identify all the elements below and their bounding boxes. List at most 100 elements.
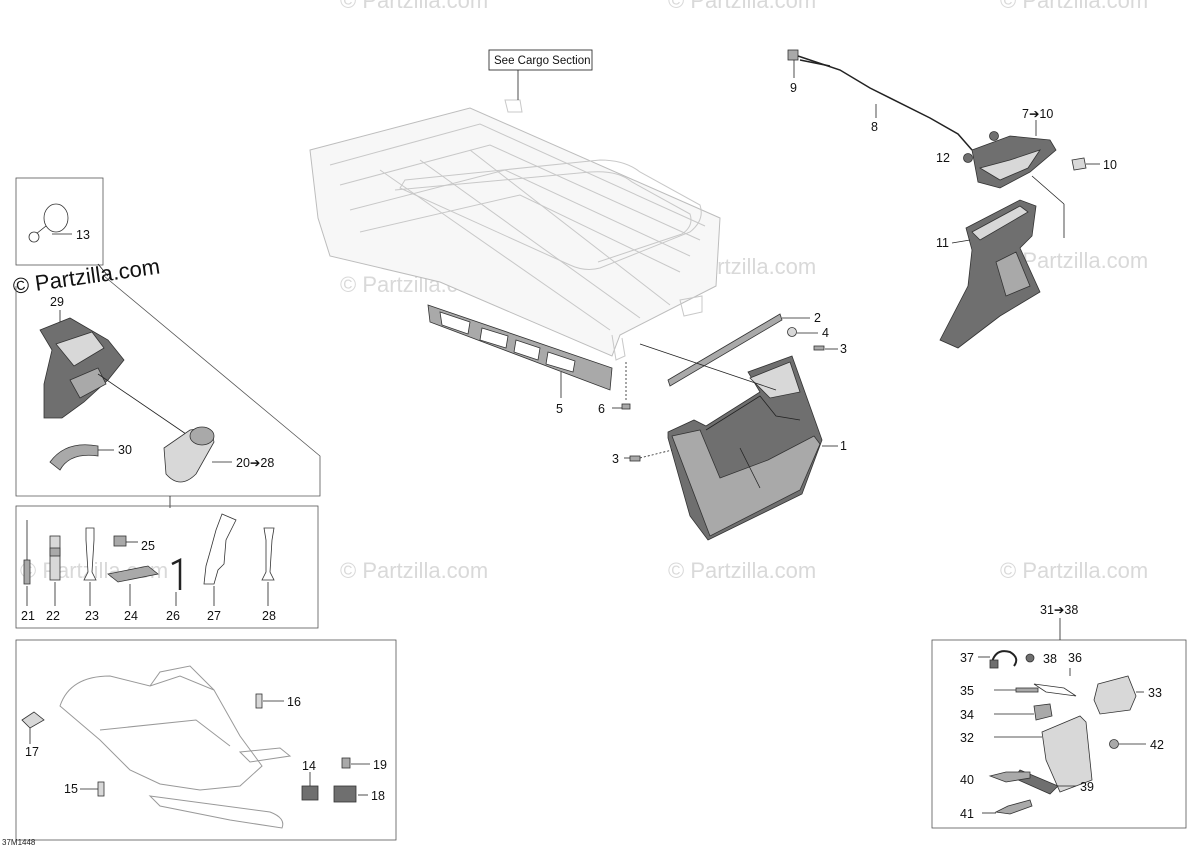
- part-24-fuse-strip: [107, 565, 159, 583]
- watermarks: © Partzilla.com © Partzilla.com © Partzi…: [20, 0, 1148, 583]
- watermark: © Partzilla.com: [668, 558, 816, 583]
- cargo-rack: [309, 99, 721, 361]
- part-25-clip: [113, 535, 127, 547]
- callout-10: 10: [1103, 158, 1117, 172]
- callout-39: 39: [1080, 780, 1094, 794]
- part-26-allen-key: [171, 557, 182, 590]
- part-35-screw: [1015, 687, 1039, 693]
- callout-25: 25: [141, 539, 155, 553]
- part-7-taillight: [971, 131, 1057, 189]
- callout-7: 7➔10: [1022, 107, 1053, 121]
- part-15-decal: [97, 781, 105, 797]
- part-5-reflector-bar: [427, 304, 613, 391]
- callout-3: 3: [840, 342, 847, 356]
- watermark: © Partzilla.com: [668, 0, 816, 13]
- callout-36: 36: [1068, 651, 1082, 665]
- callout-34: 34: [960, 708, 974, 722]
- tools-box: [15, 505, 319, 629]
- mirror-box: [15, 177, 104, 266]
- part-18-holder: [333, 785, 357, 803]
- callout-35: 35: [960, 684, 974, 698]
- part-4-washer: [787, 327, 797, 337]
- callout-12: 12: [936, 151, 950, 165]
- part-13-mirror: [28, 203, 69, 243]
- callout-24: 24: [124, 609, 138, 623]
- copyright-text: © Partzilla.com: [11, 254, 161, 299]
- callout-37: 37: [960, 651, 974, 665]
- callout-30: 30: [118, 443, 132, 457]
- callout-14: 14: [302, 759, 316, 773]
- part-21-screwdriver: [23, 520, 31, 585]
- part-32-plate-holder: [1041, 715, 1093, 793]
- callout-27: 27: [207, 609, 221, 623]
- part-40-bolt: [988, 771, 1031, 783]
- callout-28: 28: [262, 609, 276, 623]
- callout-19: 19: [373, 758, 387, 772]
- part-1-mud-flap: [667, 355, 823, 541]
- callout-31: 31➔38: [1040, 603, 1078, 617]
- callout-18: 18: [371, 789, 385, 803]
- part-38-grommet: [1025, 653, 1035, 663]
- watermark: © Partzilla.com: [340, 558, 488, 583]
- part-16-decal: [255, 693, 263, 709]
- snowmobile-outline: [59, 665, 292, 829]
- part-6-screw: [621, 403, 631, 410]
- callout-8: 8: [871, 120, 878, 134]
- callout-1: 1: [840, 439, 847, 453]
- callout-29: 29: [50, 295, 64, 309]
- part-12-grommet: [963, 153, 973, 163]
- part-41-bolt: [994, 799, 1033, 815]
- callout-3: 3: [612, 452, 619, 466]
- part-27-spanner: [203, 513, 237, 585]
- part-8-wiring-harness: [787, 49, 973, 151]
- callout-38: 38: [1043, 652, 1057, 666]
- callout-20: 20➔28: [236, 456, 274, 470]
- callout-40: 40: [960, 773, 974, 787]
- part-22-fuse: [49, 535, 61, 581]
- part-14-decal: [301, 785, 319, 801]
- part-34-lamp: [1033, 703, 1053, 721]
- part-3-screw: [813, 345, 825, 351]
- callout-15: 15: [64, 782, 78, 796]
- callout-17: 17: [25, 745, 39, 759]
- callout-41: 41: [960, 807, 974, 821]
- part-29-toolkit-bag: [39, 317, 125, 419]
- decals-box: [15, 639, 397, 841]
- part-2-strip: [667, 313, 783, 387]
- toolkit-outline: [15, 275, 321, 497]
- callout-4: 4: [822, 326, 829, 340]
- part-33-bracket: [1093, 675, 1137, 715]
- license-kit-box: [931, 639, 1187, 829]
- callout-13: 13: [76, 228, 90, 242]
- callout-5: 5: [556, 402, 563, 416]
- watermark: © Partzilla.com: [340, 0, 488, 13]
- callout-2: 2: [814, 311, 821, 325]
- callout-32: 32: [960, 731, 974, 745]
- part-23-wrench: [83, 527, 97, 581]
- watermark: © Partzilla.com: [1000, 0, 1148, 13]
- callout-6: 6: [598, 402, 605, 416]
- watermark: © Partzilla.com: [1000, 558, 1148, 583]
- part-10-bulb: [1071, 157, 1087, 171]
- callout-9: 9: [790, 81, 797, 95]
- callout-33: 33: [1148, 686, 1162, 700]
- part-20-tool-roll: [163, 426, 215, 483]
- part-19-clip: [341, 757, 351, 769]
- callout-22: 22: [46, 609, 60, 623]
- part-17-decal: [21, 711, 45, 729]
- part-11-taillight-housing: [939, 199, 1041, 349]
- part-36-pin: [1033, 683, 1077, 697]
- callout-16: 16: [287, 695, 301, 709]
- callout-42: 42: [1150, 738, 1164, 752]
- diagram-code: 37M1448: [2, 838, 36, 847]
- cargo-note-box: [488, 49, 593, 71]
- callout-23: 23: [85, 609, 99, 623]
- part-42-nut: [1109, 739, 1119, 749]
- cargo-note: See Cargo Section: [494, 55, 591, 67]
- callout-21: 21: [21, 609, 35, 623]
- part-28-wrench: [261, 527, 275, 581]
- part-37-lamp-cable: [989, 650, 1018, 669]
- callout-26: 26: [166, 609, 180, 623]
- callout-11: 11: [936, 236, 949, 250]
